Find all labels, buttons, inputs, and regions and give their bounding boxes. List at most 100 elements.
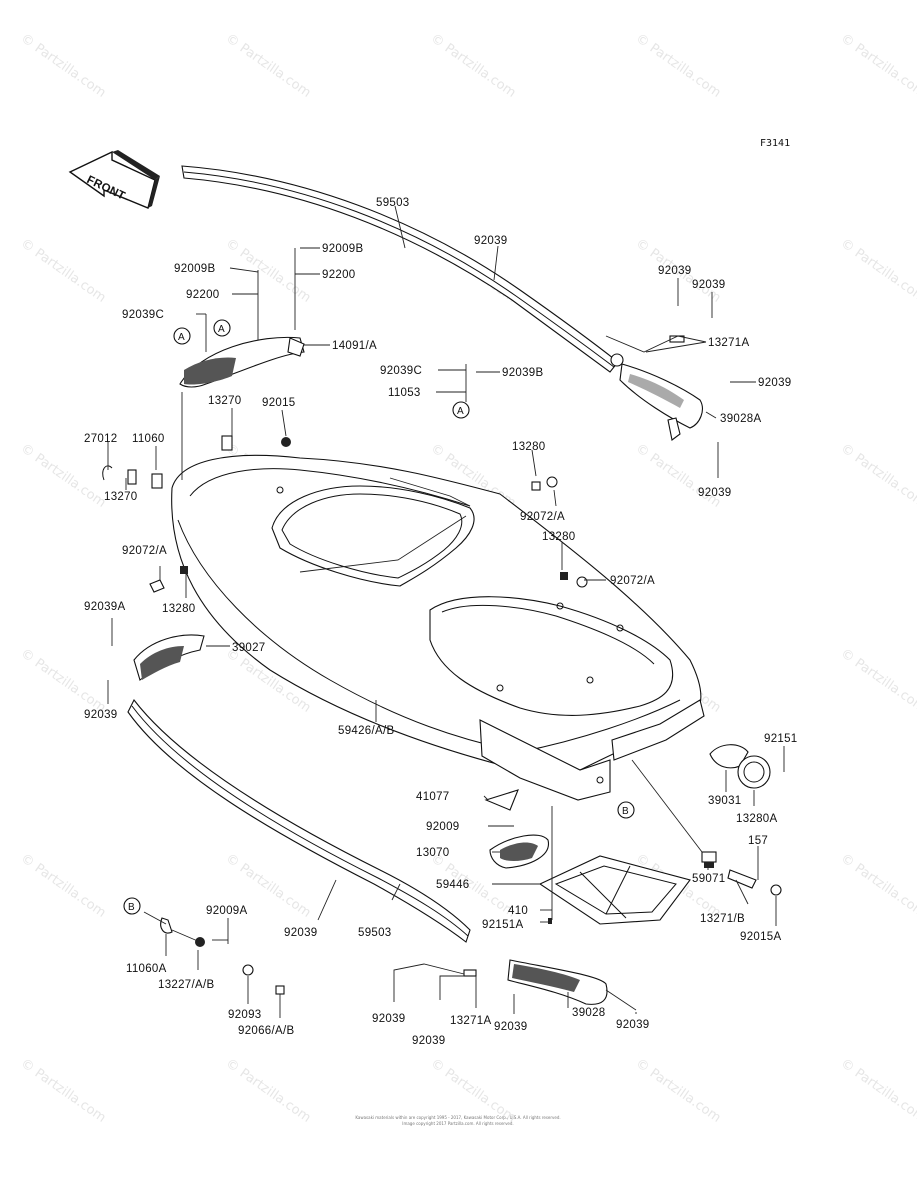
callout-b-2: B	[123, 897, 141, 915]
label-92039-b3: 92039	[494, 1021, 527, 1033]
label-92039c-mid: 92039C	[380, 365, 422, 377]
label-13270-bottom: 13270	[104, 491, 137, 503]
label-59503-top: 59503	[376, 197, 409, 209]
part-number-labels: 59503 92039 92009B 92009B 92200 92200 92…	[84, 197, 797, 1047]
callout-a-1: A	[173, 327, 191, 345]
label-13280-mid: 13280	[542, 531, 575, 543]
ride-plate-59446	[538, 855, 691, 925]
label-92039a: 92039A	[84, 601, 125, 613]
label-59446: 59446	[436, 879, 469, 891]
label-92200-right: 92200	[322, 269, 355, 281]
watermark-4: © Partzilla.com	[838, 31, 917, 101]
rear-upper-bumper	[619, 363, 703, 441]
label-13270-top: 13270	[208, 395, 241, 407]
watermark-1: © Partzilla.com	[223, 31, 314, 101]
watermark-25: © Partzilla.com	[18, 1056, 109, 1126]
label-59426: 59426/A/B	[338, 725, 394, 737]
label-13280-left: 13280	[162, 603, 195, 615]
bolt-13271B	[727, 869, 782, 896]
watermark-15: © Partzilla.com	[18, 646, 109, 716]
label-92009a: 92009A	[206, 905, 247, 917]
label-92093: 92093	[228, 1009, 261, 1021]
label-92039-b2: 92039	[412, 1035, 445, 1047]
watermark-13: © Partzilla.com	[633, 441, 724, 511]
label-59071: 59071	[692, 873, 725, 885]
label-13070: 13070	[416, 847, 449, 859]
label-92200-left: 92200	[186, 289, 219, 301]
rear-lower-bumper	[507, 959, 608, 1005]
footer-copyright: Kawasaki materials within are copyright …	[355, 1115, 560, 1120]
label-92039c-left: 92039C	[122, 309, 164, 321]
watermark-24: © Partzilla.com	[838, 851, 917, 921]
label-92039-r3: 92039	[758, 377, 791, 389]
label-157: 157	[748, 835, 768, 847]
label-11060: 11060	[132, 433, 165, 445]
label-13271a-top: 13271A	[708, 337, 749, 349]
callout-markers: A A A B B	[123, 319, 635, 915]
watermark-19: © Partzilla.com	[838, 646, 917, 716]
front-nose-cover	[179, 336, 305, 388]
watermark-3: © Partzilla.com	[633, 31, 724, 101]
watermark-26: © Partzilla.com	[223, 1056, 314, 1126]
label-92009b-left: 92009B	[174, 263, 215, 275]
svg-text:A: A	[178, 332, 185, 343]
label-92151a: 92151A	[482, 919, 523, 931]
label-13271a-bottom: 13271A	[450, 1015, 491, 1027]
svg-text:A: A	[457, 406, 464, 417]
svg-text:B: B	[622, 806, 629, 817]
front-bumper-left	[133, 634, 205, 681]
label-13227: 13227/A/B	[158, 979, 214, 991]
label-92039-r1: 92039	[658, 265, 691, 277]
label-92151: 92151	[764, 733, 797, 745]
label-13280a: 13280A	[736, 813, 777, 825]
footer-image-copyright: Image copyright 2017 Partzilla.com. All …	[402, 1121, 513, 1126]
label-92039b: 92039B	[502, 367, 543, 379]
label-92015: 92015	[262, 397, 295, 409]
label-39028: 39028	[572, 1007, 605, 1019]
watermark-6: © Partzilla.com	[223, 236, 314, 306]
callout-a-2: A	[213, 319, 231, 337]
label-92072a-top: 92072/A	[520, 511, 565, 523]
main-hull	[171, 454, 705, 801]
figure-id: F3141	[760, 138, 790, 149]
watermark-5: © Partzilla.com	[18, 236, 109, 306]
upper-gunwale-rail	[181, 165, 624, 373]
label-39028a: 39028A	[720, 413, 761, 425]
intake-grate-13070	[489, 834, 549, 869]
label-92009: 92009	[426, 821, 459, 833]
drain-plug-59071	[701, 851, 717, 868]
lower-gunwale-rail	[127, 698, 471, 943]
cone-41077	[484, 789, 519, 811]
watermark-14: © Partzilla.com	[838, 441, 917, 511]
callout-b-1: B	[617, 801, 635, 819]
label-39027: 39027	[232, 642, 265, 654]
callout-a-3: A	[452, 401, 470, 419]
label-92039-low: 92039	[284, 927, 317, 939]
label-92039-rail: 92039	[474, 235, 507, 247]
label-13280-top: 13280	[512, 441, 545, 453]
label-11053: 11053	[388, 387, 421, 399]
front-arrow-icon: FRONT	[68, 150, 160, 209]
svg-text:B: B	[128, 902, 135, 913]
label-39031: 39031	[708, 795, 741, 807]
watermark-0: © Partzilla.com	[18, 31, 109, 101]
label-41077: 41077	[416, 791, 449, 803]
label-92039-b1: 92039	[372, 1013, 405, 1025]
label-13271b: 13271/B	[700, 913, 745, 925]
label-92072a-right: 92072/A	[610, 575, 655, 587]
label-92039-r4: 92039	[698, 487, 731, 499]
small-hardware	[102, 335, 685, 995]
watermark-29: © Partzilla.com	[838, 1056, 917, 1126]
label-92039-left: 92039	[84, 709, 117, 721]
label-14091: 14091/A	[332, 340, 377, 352]
leader-lines	[107, 205, 785, 1018]
watermark-10: © Partzilla.com	[18, 441, 109, 511]
label-92015a: 92015A	[740, 931, 781, 943]
ring-13280A	[737, 755, 771, 789]
label-410: 410	[508, 905, 528, 917]
label-92066: 92066/A/B	[238, 1025, 294, 1037]
label-59503-low: 59503	[358, 927, 391, 939]
watermark-9: © Partzilla.com	[838, 236, 917, 306]
label-11060a: 11060A	[126, 963, 167, 975]
